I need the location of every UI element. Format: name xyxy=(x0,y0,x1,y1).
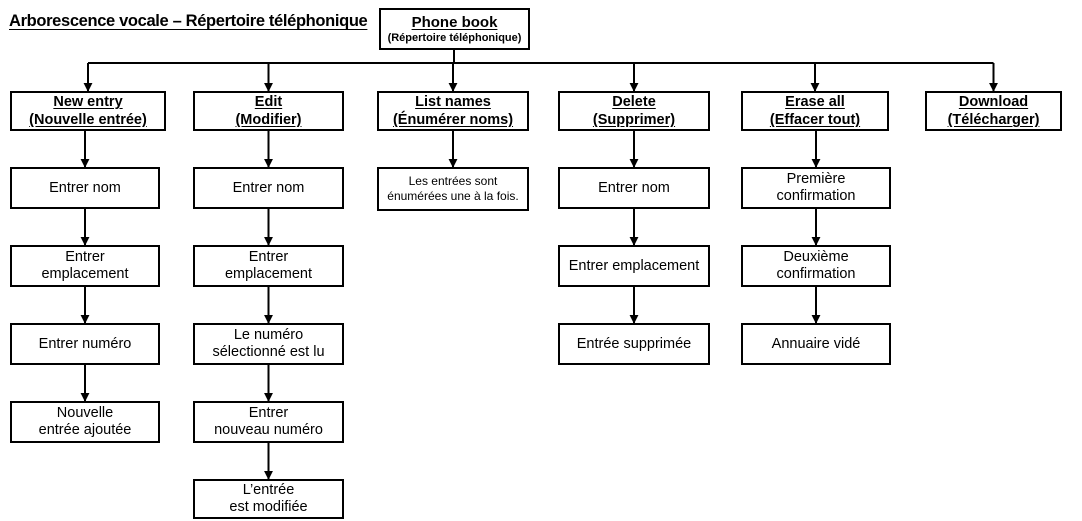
step-node-text: sélectionné est lu xyxy=(212,344,325,360)
step-node: Entrée supprimée xyxy=(558,323,710,365)
menu-node-sublabel: (Modifier) xyxy=(235,112,302,128)
step-node-text: confirmation xyxy=(776,266,856,282)
menu-node-sublabel: (Télécharger) xyxy=(947,112,1040,128)
menu-node-3: List names (Énumérer noms) xyxy=(377,91,529,131)
menu-node-2: Edit (Modifier) xyxy=(193,91,344,131)
step-node-text: Entrer nom xyxy=(49,179,121,196)
step-node-text: Les entrées sont xyxy=(408,174,498,188)
menu-node-6: Download (Télécharger) xyxy=(925,91,1062,131)
step-node-text: nouveau numéro xyxy=(214,422,323,438)
root-node-sublabel: (Répertoire téléphonique) xyxy=(387,31,522,44)
step-node-text: Entrer emplacement xyxy=(568,257,700,274)
menu-node-5: Erase all (Effacer tout) xyxy=(741,91,889,131)
menu-node-1: New entry (Nouvelle entrée) xyxy=(10,91,166,131)
step-node-text: Annuaire vidé xyxy=(771,335,861,352)
step-node-text: Entrer numéro xyxy=(38,335,132,352)
menu-node-label: Download xyxy=(958,94,1029,110)
step-node-text: Entrer nom xyxy=(232,179,305,196)
menu-node-label: Delete xyxy=(612,94,656,110)
menu-node-sublabel: (Énumérer noms) xyxy=(392,112,514,128)
step-node-text: Entrer xyxy=(65,249,105,265)
step-node-text: Entrer nom xyxy=(598,179,670,196)
step-node-text: entrée ajoutée xyxy=(38,422,132,438)
step-node: Annuaire vidé xyxy=(741,323,891,365)
step-node-text: confirmation xyxy=(776,188,856,204)
step-node: Entrer nom xyxy=(558,167,710,209)
diagram-title: Arborescence vocale – Répertoire télépho… xyxy=(9,12,368,30)
step-node-text: Deuxième xyxy=(783,249,849,265)
step-node-text: emplacement xyxy=(41,266,129,282)
step-node-text: Entrée supprimée xyxy=(576,335,692,352)
root-node-label: Phone book xyxy=(411,13,498,31)
step-node-text: Nouvelle xyxy=(56,405,114,421)
menu-node-sublabel: (Effacer tout) xyxy=(769,112,861,128)
step-node: Entrer nom xyxy=(10,167,160,209)
step-node: Entrer numéro xyxy=(10,323,160,365)
menu-node-label: New entry xyxy=(53,94,123,110)
root-node-phone-book: Phone book (Répertoire téléphonique) xyxy=(379,8,530,50)
step-node-text: énumérées une à la fois. xyxy=(387,189,519,203)
step-node-text: Première xyxy=(786,171,846,187)
step-node-text: L’entrée xyxy=(242,482,295,498)
step-node-text: Entrer xyxy=(248,249,289,265)
step-node-text: est modifiée xyxy=(229,499,308,515)
menu-node-label: List names xyxy=(415,94,491,110)
step-node-text: emplacement xyxy=(224,266,313,282)
menu-node-label: Edit xyxy=(254,94,283,110)
menu-node-sublabel: (Supprimer) xyxy=(592,112,676,128)
step-node-text: Le numéro xyxy=(233,327,304,343)
menu-node-label: Erase all xyxy=(785,94,845,110)
step-node-text: Entrer xyxy=(248,405,289,421)
step-node: Entrer emplacement xyxy=(558,245,710,287)
menu-node-4: Delete (Supprimer) xyxy=(558,91,710,131)
menu-node-sublabel: (Nouvelle entrée) xyxy=(29,112,147,128)
step-node: Entrer nom xyxy=(193,167,344,209)
